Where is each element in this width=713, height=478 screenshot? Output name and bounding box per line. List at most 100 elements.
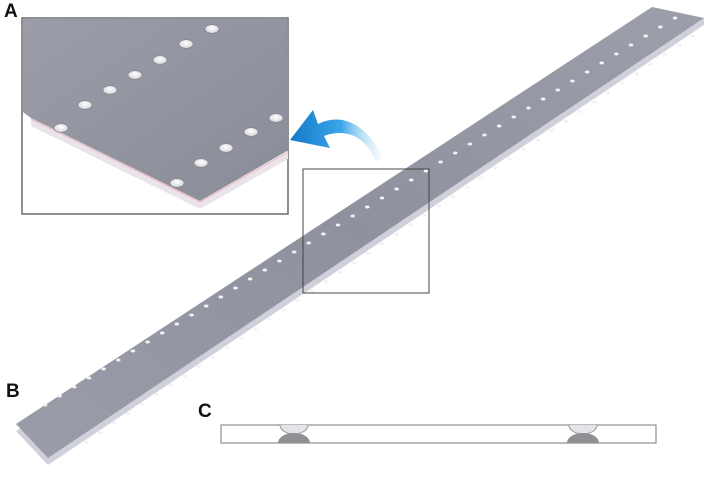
inset-hole xyxy=(127,70,143,80)
plate-hole xyxy=(511,115,517,119)
plate-hole xyxy=(365,205,370,209)
inset-hole xyxy=(178,39,194,49)
plate-hole xyxy=(159,331,165,335)
detail-frame xyxy=(302,168,430,294)
plate-hole xyxy=(366,251,371,255)
inset-plate-top xyxy=(23,19,287,201)
plate-hole xyxy=(643,34,648,38)
plate-hole xyxy=(521,147,526,151)
inset-holes xyxy=(53,24,284,188)
plate-hole xyxy=(210,355,216,359)
plate-hole xyxy=(323,280,329,283)
plate-hole xyxy=(672,16,678,20)
plate-hole xyxy=(83,440,89,444)
plate-hole xyxy=(423,169,429,173)
plate-hole xyxy=(493,166,498,170)
panel-label-b: B xyxy=(6,381,20,402)
plate-hole xyxy=(563,119,569,123)
plate-hole xyxy=(577,110,583,113)
inset-hole xyxy=(268,113,284,123)
plate-hole xyxy=(306,241,312,245)
plate-hole xyxy=(570,79,575,83)
plate-hole xyxy=(295,298,301,302)
plate-hole xyxy=(281,308,286,312)
plate-hole xyxy=(126,412,131,416)
inset-detail xyxy=(21,17,289,215)
section-hole-left-bottom xyxy=(278,433,310,443)
long-plate xyxy=(16,7,704,465)
inset-hole xyxy=(53,123,69,133)
plate-hole xyxy=(140,402,145,406)
plate-hole xyxy=(116,358,121,362)
plate-hole xyxy=(496,124,502,128)
plate-hole xyxy=(168,383,173,387)
section-outline xyxy=(220,424,657,444)
panel-label-c: C xyxy=(198,401,212,422)
plate-hole xyxy=(648,62,653,66)
curved-arrow-icon xyxy=(290,110,383,162)
plate-hole xyxy=(337,270,343,274)
plate-hole xyxy=(247,277,253,281)
plate-hole xyxy=(182,374,188,378)
plate-hole xyxy=(130,349,136,353)
plate-hole xyxy=(262,268,268,272)
inset-hole xyxy=(193,158,209,168)
plate-hole xyxy=(291,250,297,254)
plate-hole xyxy=(467,142,473,146)
plate-hole xyxy=(606,91,611,95)
inset-hole xyxy=(204,24,220,34)
plate-hole xyxy=(658,25,663,29)
plate-hole xyxy=(634,72,639,76)
plate-hole xyxy=(436,204,442,208)
plate-hole xyxy=(42,403,48,407)
plate-hole xyxy=(464,185,470,189)
plate-hole xyxy=(154,393,159,397)
plate-hole xyxy=(350,214,356,218)
inset-hole xyxy=(152,55,168,65)
plate-hole xyxy=(408,223,414,227)
plate-hole xyxy=(540,97,546,101)
inset-hole xyxy=(102,85,118,95)
inset-hole xyxy=(77,100,93,110)
plate-hole xyxy=(591,100,597,104)
plate-hole xyxy=(526,106,531,110)
plate-hole xyxy=(507,157,512,161)
plate-hole xyxy=(203,304,209,308)
inset-hole xyxy=(243,127,259,137)
plate-hole xyxy=(438,160,443,164)
plate-hole xyxy=(620,81,625,85)
plate-hole xyxy=(174,322,180,326)
plate-hole xyxy=(97,431,103,435)
plate-hole xyxy=(233,286,238,290)
plate-hole xyxy=(409,178,414,182)
plate-hole xyxy=(224,346,230,350)
panel-label-a: A xyxy=(4,1,18,22)
plate-hole xyxy=(584,70,590,74)
plate-hole xyxy=(599,61,604,65)
plate-hole xyxy=(239,336,244,340)
plate-hole xyxy=(535,138,540,142)
plate-hole xyxy=(549,128,555,132)
plate-hole xyxy=(57,394,62,398)
plate-hole xyxy=(662,53,668,57)
section-hole-right-bottom xyxy=(567,433,599,443)
plate-top-surface xyxy=(16,7,704,458)
plate-hole xyxy=(555,88,561,92)
plate-hole xyxy=(145,340,150,344)
plate-hole xyxy=(321,232,326,236)
plate-hole xyxy=(351,261,357,265)
plate-hole xyxy=(676,43,682,47)
inset-plate-edge-line xyxy=(30,118,289,203)
plate-hole xyxy=(394,187,399,191)
plate-hole xyxy=(628,43,634,47)
plate-hole xyxy=(422,213,428,217)
plate-hole xyxy=(380,242,385,246)
plate-hole xyxy=(614,52,619,56)
plate-hole xyxy=(196,365,202,368)
arrow-body xyxy=(290,110,383,162)
plate-hole xyxy=(253,327,258,331)
inset-hole xyxy=(218,143,234,153)
plate-hole xyxy=(482,133,487,137)
plate-hole xyxy=(101,367,106,371)
cross-section xyxy=(220,424,657,444)
